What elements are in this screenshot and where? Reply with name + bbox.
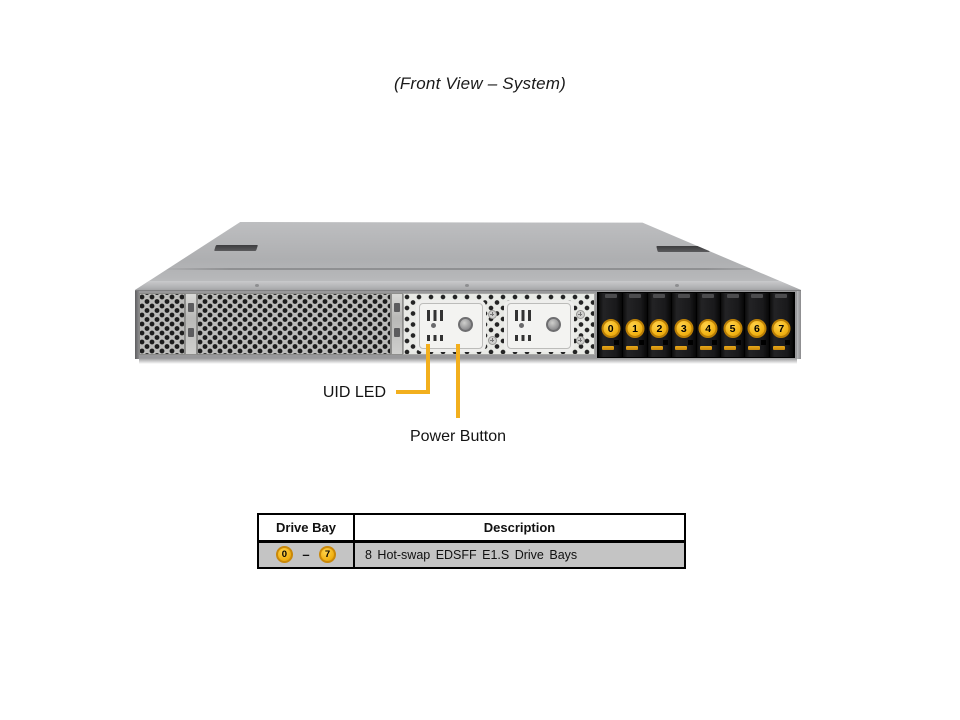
screw-icon — [465, 284, 469, 287]
status-led-grid — [427, 335, 443, 341]
bay-latch — [604, 294, 617, 298]
uid-led-indicator — [519, 323, 524, 328]
status-led-grid — [427, 315, 443, 321]
screw-icon — [675, 284, 679, 287]
status-led-grid — [515, 315, 531, 321]
chassis-front-face: 0 1 2 3 — [135, 290, 801, 359]
bay-number-badge: 2 — [649, 319, 669, 338]
drive-bay-4[interactable]: 4 — [696, 293, 720, 357]
table-header-description: Description — [353, 513, 686, 543]
server-front-view: 0 1 2 3 — [135, 222, 801, 364]
uid-led-indicator — [431, 323, 436, 328]
bay-latch — [629, 294, 642, 298]
control-module-1 — [419, 303, 483, 349]
bay-notch — [687, 340, 693, 345]
table-cell-description: 8 Hot-swap EDSFF E1.S Drive Bays — [353, 540, 686, 569]
drive-bay-2[interactable]: 2 — [647, 293, 672, 357]
screw-icon — [576, 336, 585, 345]
bay-notch — [736, 340, 742, 345]
top-vent-slot-left — [214, 245, 258, 251]
uid-led-label: UID LED — [322, 384, 386, 401]
rack-ear-right — [797, 291, 801, 359]
table-header-drive-bay: Drive Bay — [257, 513, 355, 543]
bay-number-badge: 1 — [625, 319, 645, 338]
screw-icon — [488, 336, 497, 345]
bay-notch — [638, 340, 644, 345]
bay-release-tab — [675, 346, 688, 350]
bay-notch — [711, 340, 717, 345]
drive-bay-0[interactable]: 0 — [599, 293, 623, 357]
bay-number-badge: 6 — [747, 319, 767, 338]
vent-panel-main — [197, 293, 391, 355]
bay-latch — [726, 294, 739, 298]
drive-bay-1[interactable]: 1 — [623, 293, 647, 357]
vent-panel-small — [139, 293, 185, 355]
drive-bay-5[interactable]: 5 — [720, 293, 745, 357]
bay-circle-end: 7 — [319, 546, 337, 564]
drive-bay-6[interactable]: 6 — [745, 293, 769, 357]
range-dash: – — [302, 547, 310, 563]
bay-latch — [702, 294, 715, 298]
screw-icon — [255, 284, 259, 287]
bay-release-tab — [650, 346, 663, 350]
drive-bay-3[interactable]: 3 — [672, 293, 696, 357]
bay-circle-start: 0 — [275, 546, 293, 564]
bay-number-badge: 5 — [723, 319, 743, 338]
bay-release-tab — [748, 346, 761, 350]
latch-bracket-right — [391, 293, 403, 355]
bay-release-tab — [602, 346, 614, 350]
power-button-control[interactable] — [546, 317, 561, 332]
top-vent-slot-right — [656, 246, 710, 252]
bay-latch — [653, 294, 666, 298]
bay-number-badge: 0 — [601, 319, 621, 338]
bay-notch — [663, 340, 669, 345]
status-led-grid — [427, 310, 443, 316]
screw-icon — [488, 310, 497, 319]
bay-release-tab — [699, 346, 712, 350]
status-led-grid — [515, 335, 531, 341]
control-module-2 — [507, 303, 571, 349]
bay-notch — [614, 340, 620, 345]
drive-bay-array: 0 1 2 3 — [597, 292, 795, 358]
bay-notch — [785, 340, 790, 345]
figure-title: (Front View – System) — [393, 74, 567, 93]
bay-release-tab — [772, 346, 785, 350]
screw-icon — [576, 310, 585, 319]
drive-bay-7[interactable]: 7 — [769, 293, 793, 357]
power-button-control[interactable] — [458, 317, 473, 332]
chassis-top-cover — [135, 222, 801, 290]
bay-notch — [760, 340, 766, 345]
bay-latch — [750, 294, 763, 298]
control-panel — [403, 293, 595, 355]
drive-bay-table: Drive Bay Description 0 – 7 8 Hot-swap E… — [257, 513, 686, 569]
table-row: 0 – 7 8 Hot-swap EDSFF E1.S Drive Bays — [257, 540, 686, 569]
bay-number-badge: 3 — [674, 319, 694, 338]
rack-ear-left — [135, 291, 139, 359]
bay-release-tab — [626, 346, 639, 350]
table-cell-bay-range: 0 – 7 — [257, 540, 355, 569]
latch-bracket-left — [185, 293, 197, 355]
cover-seam — [154, 268, 782, 270]
power-button-label: Power Button — [409, 428, 507, 445]
bay-number-badge: 4 — [698, 319, 718, 338]
status-led-grid — [515, 310, 531, 316]
bay-release-tab — [723, 346, 736, 350]
cover-front-lip — [135, 281, 801, 290]
bay-latch — [677, 294, 690, 298]
bay-latch — [775, 294, 788, 298]
chassis-shadow — [139, 358, 797, 364]
bay-number-badge: 7 — [771, 319, 791, 338]
table-header-row: Drive Bay Description — [257, 513, 686, 543]
